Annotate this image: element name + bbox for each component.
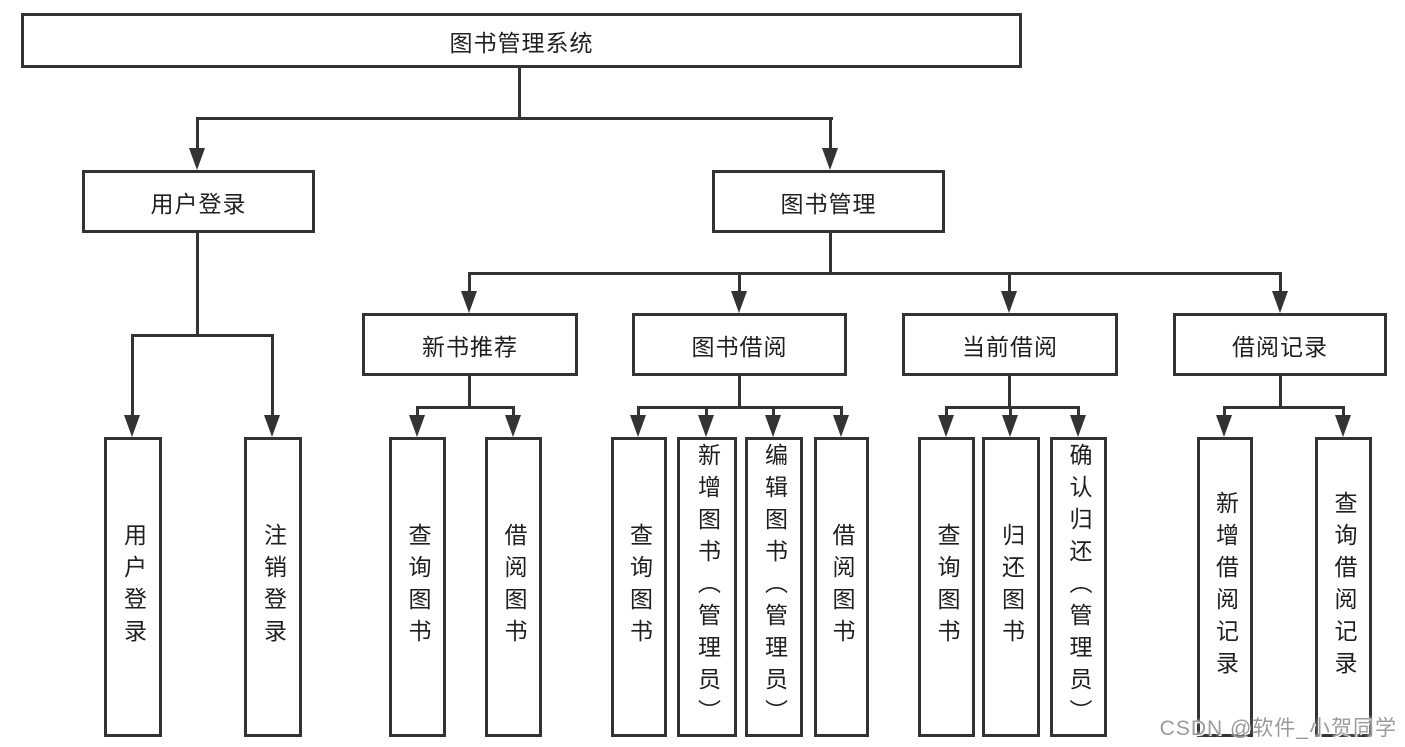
node-label: 新增图书（管理员）	[694, 443, 721, 731]
leaf-return-book: 归还图书	[982, 437, 1040, 737]
connector-line	[468, 376, 471, 407]
leaf-logout: 注销登录	[244, 437, 302, 737]
arrowhead-down-icon	[938, 415, 954, 437]
node-label: 借阅图书	[829, 523, 855, 651]
connector-line	[840, 406, 843, 416]
node-label: 查询图书	[626, 523, 653, 651]
arrowhead-down-icon	[822, 148, 838, 170]
arrowhead-down-icon	[124, 415, 140, 437]
connector-line	[131, 334, 134, 416]
node-book-management: 图书管理	[712, 170, 945, 233]
leaf-query-book-1: 查询图书	[389, 437, 446, 737]
connector-line	[468, 272, 471, 292]
connector-line	[1009, 406, 1012, 416]
node-label: 新增借阅记录	[1212, 491, 1239, 683]
node-label: 借阅图书	[501, 523, 527, 651]
leaf-query-book-3: 查询图书	[918, 437, 975, 737]
node-label: 用户登录	[150, 190, 247, 217]
node-borrow-records: 借阅记录	[1173, 313, 1387, 376]
arrowhead-down-icon	[505, 415, 521, 437]
node-label: 图书管理	[780, 190, 877, 217]
node-label: 用户登录	[120, 523, 147, 651]
node-label: 当前借阅	[962, 333, 1058, 360]
arrowhead-down-icon	[1070, 415, 1086, 437]
connector-line	[1008, 272, 1011, 292]
node-label: 查询图书	[934, 523, 960, 651]
connector-line	[637, 406, 640, 416]
leaf-edit-book-admin: 编辑图书（管理员）	[745, 437, 803, 737]
connector-line	[738, 376, 741, 407]
connector-line	[131, 334, 274, 337]
arrowhead-down-icon	[1272, 291, 1288, 313]
leaf-confirm-return-admin: 确认归还（管理员）	[1050, 437, 1107, 737]
node-book-borrow: 图书借阅	[632, 313, 847, 376]
connector-line	[416, 406, 515, 409]
connector-line	[829, 233, 832, 274]
leaf-borrow-book-1: 借阅图书	[485, 437, 542, 737]
leaf-borrow-book-2: 借阅图书	[814, 437, 869, 737]
connector-line	[512, 406, 515, 416]
connector-line	[416, 406, 419, 416]
connector-line	[518, 68, 521, 118]
arrowhead-down-icon	[264, 415, 280, 437]
arrowhead-down-icon	[1002, 415, 1018, 437]
leaf-add-borrow-record: 新增借阅记录	[1197, 437, 1253, 737]
node-new-book-recommend: 新书推荐	[362, 313, 578, 376]
arrowhead-down-icon	[409, 415, 425, 437]
connector-line	[1223, 406, 1345, 409]
arrowhead-down-icon	[189, 148, 205, 170]
connector-line	[468, 272, 1282, 275]
arrowhead-down-icon	[698, 415, 714, 437]
connector-line	[705, 406, 708, 416]
node-user-login: 用户登录	[82, 170, 315, 233]
csdn-watermark: CSDN @软件_小贺同学	[1159, 717, 1397, 740]
connector-line	[196, 117, 199, 149]
node-label: 注销登录	[260, 523, 287, 651]
node-label: 新书推荐	[422, 333, 518, 360]
connector-line	[772, 406, 775, 416]
arrowhead-down-icon	[461, 291, 477, 313]
node-label: 编辑图书（管理员）	[761, 443, 788, 731]
connector-line	[1279, 272, 1282, 292]
arrowhead-down-icon	[1335, 415, 1351, 437]
arrowhead-down-icon	[1001, 291, 1017, 313]
leaf-query-book-2: 查询图书	[611, 437, 667, 737]
arrowhead-down-icon	[765, 415, 781, 437]
connector-line	[637, 406, 842, 409]
connector-line	[196, 117, 833, 120]
node-label: 图书管理系统	[449, 29, 594, 56]
leaf-user-login: 用户登录	[104, 437, 162, 737]
leaf-add-book-admin: 新增图书（管理员）	[677, 437, 737, 737]
connector-line	[271, 334, 274, 416]
node-label: 查询借阅记录	[1331, 491, 1357, 683]
connector-line	[1342, 406, 1345, 416]
node-label: 归还图书	[998, 523, 1025, 651]
connector-line	[196, 233, 199, 336]
node-root: 图书管理系统	[21, 13, 1022, 68]
connector-line	[738, 272, 741, 292]
connector-line	[1279, 376, 1282, 407]
connector-line	[1077, 406, 1080, 416]
node-current-borrow: 当前借阅	[902, 313, 1118, 376]
node-label: 图书借阅	[691, 333, 788, 360]
leaf-query-borrow-record: 查询借阅记录	[1315, 437, 1372, 737]
connector-line	[829, 117, 832, 149]
connector-line	[1223, 406, 1226, 416]
connector-line	[945, 406, 948, 416]
node-label: 借阅记录	[1232, 333, 1328, 360]
arrowhead-down-icon	[1216, 415, 1232, 437]
connector-line	[1008, 376, 1011, 407]
arrowhead-down-icon	[630, 415, 646, 437]
arrowhead-down-icon	[731, 291, 747, 313]
node-label: 查询图书	[405, 523, 431, 651]
connector-line	[945, 406, 1080, 409]
arrowhead-down-icon	[833, 415, 849, 437]
node-label: 确认归还（管理员）	[1066, 443, 1092, 731]
